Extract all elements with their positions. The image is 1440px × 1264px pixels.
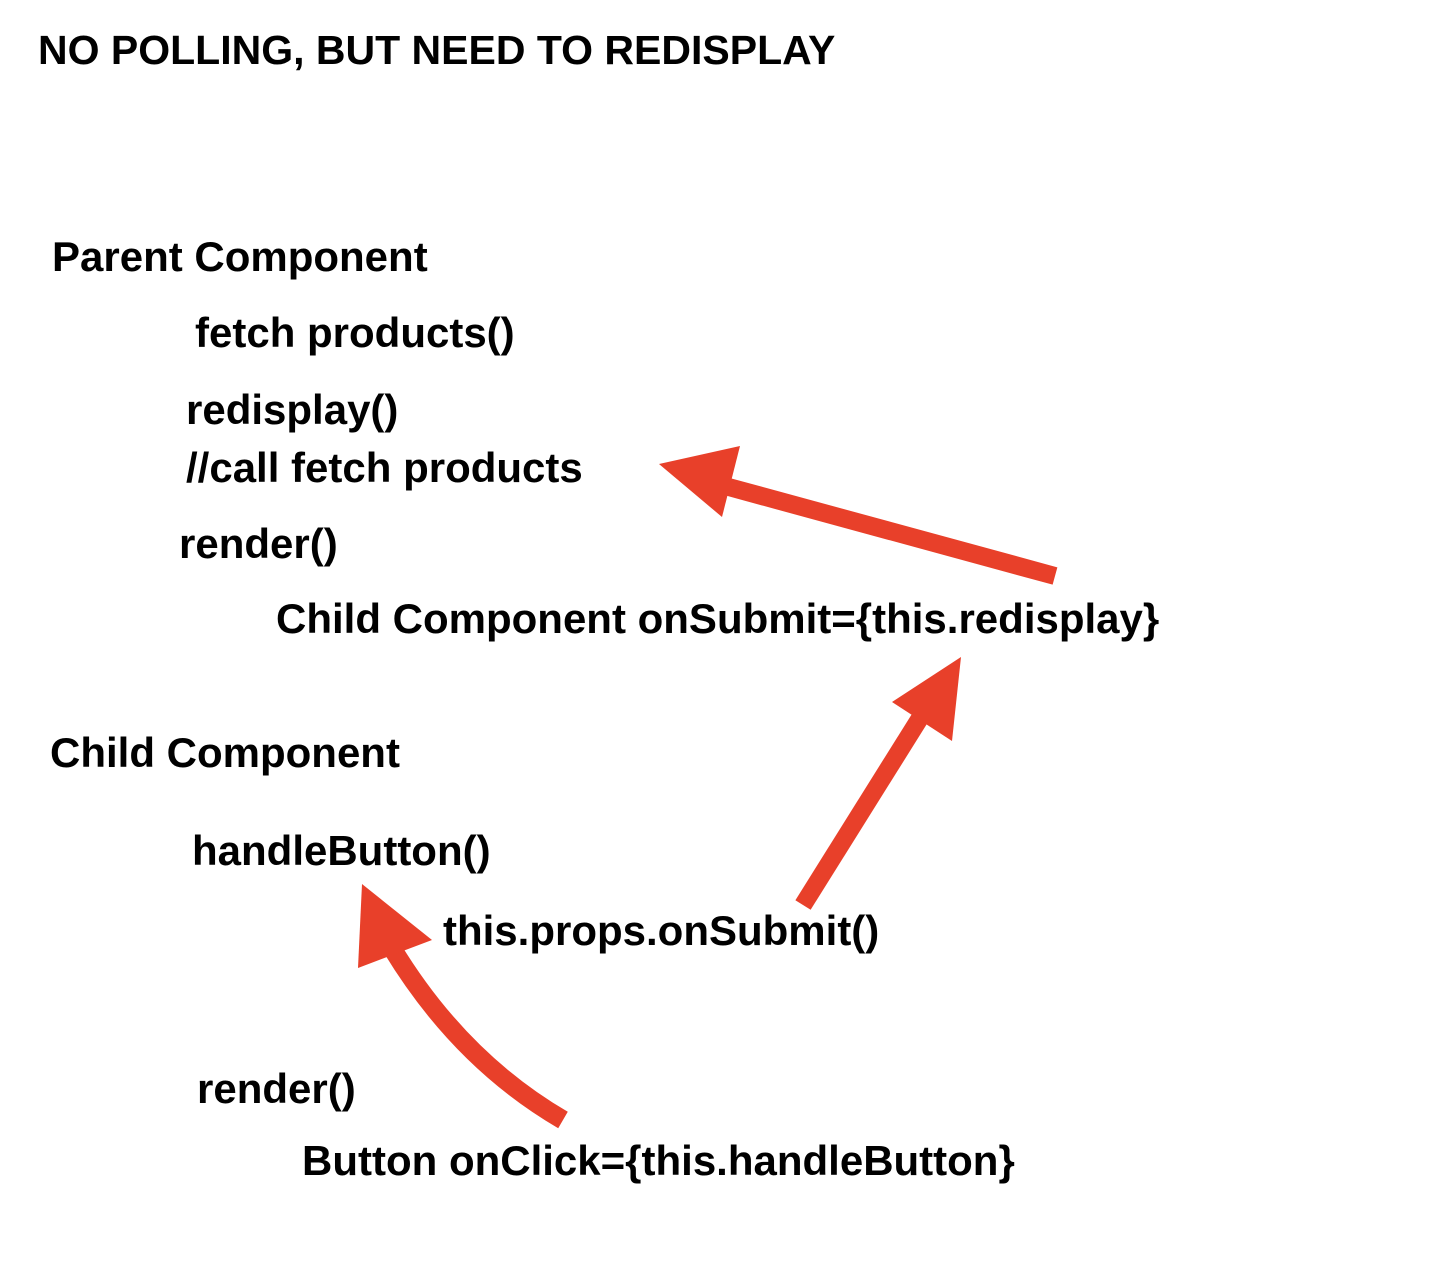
handle-button-method: handleButton() xyxy=(192,827,491,874)
arrow-head xyxy=(659,446,740,517)
arrow-head xyxy=(358,884,432,968)
redisplay-method: redisplay() xyxy=(186,386,399,433)
diagram-title: NO POLLING, BUT NEED TO REDISPLAY xyxy=(38,27,836,73)
button-element: Button onClick={this.handleButton} xyxy=(302,1137,1015,1184)
call-fetch-comment: //call fetch products xyxy=(186,444,583,491)
arrow-shaft xyxy=(383,943,568,1129)
arrow-shaft xyxy=(795,713,928,910)
parent-component-heading: Parent Component xyxy=(52,233,428,280)
arrow-head xyxy=(892,657,961,741)
child-component-element: Child Component onSubmit={this.redisplay… xyxy=(276,595,1160,642)
fetch-products-method: fetch products() xyxy=(195,309,515,356)
child-render-method: render() xyxy=(197,1065,356,1112)
arrow-to-redisplay xyxy=(659,446,1058,585)
props-onsubmit-call: this.props.onSubmit() xyxy=(443,907,880,954)
parent-render-method: render() xyxy=(179,520,338,567)
child-component-heading: Child Component xyxy=(50,729,400,776)
arrow-to-onsubmit-prop xyxy=(795,657,961,910)
arrow-shaft xyxy=(722,477,1058,585)
